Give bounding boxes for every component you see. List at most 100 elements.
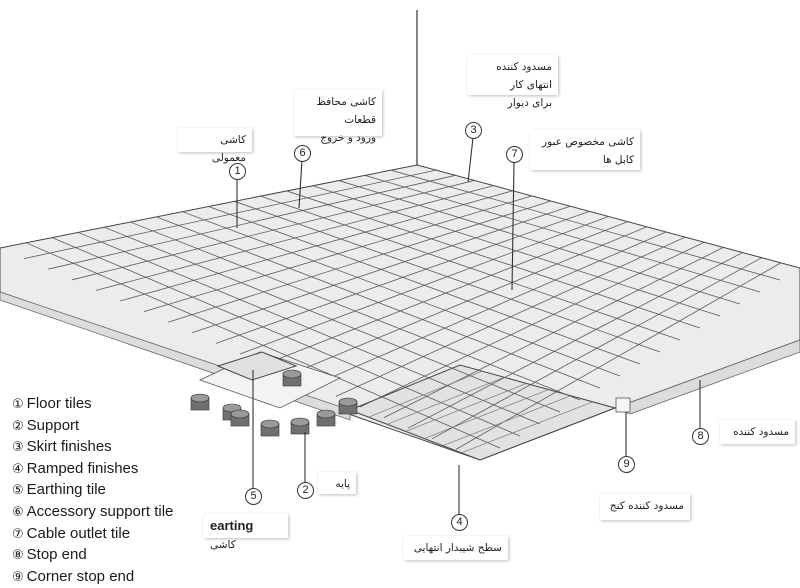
- pedestal: [230, 409, 250, 427]
- legend-number: ⑦: [12, 526, 24, 542]
- grid-line: [182, 211, 621, 377]
- ramp-stripe: [461, 401, 593, 454]
- callout-9: 9: [618, 456, 635, 473]
- ramp-stripe: [387, 376, 505, 425]
- leader-7: [511, 161, 515, 291]
- label-floor-tile-text: کاشی معمولی: [211, 134, 246, 164]
- grid-line: [104, 226, 561, 413]
- label-accessory-line1: کاشی محافظ قطعات: [316, 96, 376, 126]
- legend-number: ①: [12, 397, 24, 412]
- label-ramp-text: سطح شیبدار انتهایی: [413, 542, 502, 554]
- grid-line: [312, 185, 721, 317]
- ramp-stripe: [424, 389, 549, 439]
- legend-text: Floor tiles: [26, 395, 92, 412]
- callout-1: 1: [229, 163, 246, 180]
- legend-text: Corner stop end: [26, 567, 135, 585]
- callout-8: 8: [692, 428, 709, 445]
- floor-grid: [23, 169, 782, 450]
- label-stop-end: مسدود کننده: [720, 420, 795, 444]
- pedestal-head: [190, 393, 210, 403]
- ramp-stripe: [442, 395, 571, 447]
- label-skirt-line2: برای دیوار: [507, 97, 552, 109]
- corner-stop-end-post: [615, 397, 631, 413]
- legend-text: Support: [26, 416, 80, 434]
- label-cable-outlet-text: کاشی مخصوص عبور کابل ها: [542, 136, 634, 166]
- grid-line: [208, 206, 641, 365]
- pedestal: [338, 397, 358, 415]
- ramp-stripes: [368, 370, 593, 454]
- label-floor-tile: کاشی معمولی: [178, 128, 252, 164]
- legend-text: Stop end: [26, 546, 87, 564]
- legend-number: ⑤: [12, 483, 24, 499]
- label-earthing-fa: کاشی: [210, 539, 236, 551]
- label-earthing: earting کاشی: [204, 514, 288, 551]
- legend-text: Accessory support tile: [26, 502, 174, 520]
- label-accessory-tile: کاشی محافظ قطعات ورود و خروج: [294, 90, 382, 144]
- leader-3: [467, 137, 474, 183]
- legend-number: ③: [12, 440, 24, 456]
- grid-line: [78, 232, 541, 425]
- legend-number: ⑨: [12, 569, 24, 585]
- callout-5: 5: [245, 488, 262, 505]
- callout-3: 3: [465, 122, 482, 139]
- grid-line: [51, 237, 521, 437]
- pedestal: [282, 369, 302, 387]
- legend-text: Skirt finishes: [26, 438, 112, 456]
- label-stop-end-text: مسدود کننده: [733, 426, 789, 438]
- legend-text: Earthing tile: [26, 481, 106, 499]
- ramp-stripe: [368, 370, 483, 418]
- legend-text: Ramped finishes: [26, 459, 139, 477]
- label-corner-stop-end-text: مسدود کننده کنج: [609, 500, 684, 512]
- legend-number: ④: [12, 461, 24, 477]
- ramp: [348, 364, 617, 461]
- label-ramp: سطح شیبدار انتهایی: [404, 536, 508, 560]
- legend-number: ⑧: [12, 548, 24, 564]
- callout-2: 2: [297, 482, 314, 499]
- pedestal-head: [338, 397, 358, 407]
- grid-line: [234, 200, 661, 353]
- callout-7: 7: [506, 146, 523, 163]
- label-corner-stop-end: مسدود کننده کنج: [600, 494, 690, 520]
- accessory-tile-open: [216, 351, 298, 381]
- grid-line: [338, 180, 741, 305]
- callout-4: 4: [451, 514, 468, 531]
- grid-line: [130, 221, 581, 401]
- pedestal-head: [282, 369, 302, 379]
- pedestal-head: [316, 409, 336, 419]
- grid-line: [156, 216, 601, 389]
- pedestal-head: [260, 419, 280, 429]
- label-cable-outlet: کاشی مخصوص عبور کابل ها: [530, 130, 640, 170]
- grid-line: [390, 169, 781, 281]
- pedestal-head: [230, 409, 250, 419]
- label-support-text: پایه: [335, 478, 350, 490]
- label-skirt: مسدود کننده انتهای کار برای دیوار: [468, 55, 558, 109]
- legend-number: ②: [12, 418, 24, 434]
- grid-line: [25, 242, 501, 449]
- callout-6: 6: [294, 145, 311, 162]
- legend-text: Cable outlet tile: [26, 524, 131, 542]
- grid-line: [286, 190, 701, 329]
- pedestal: [316, 409, 336, 427]
- pedestal: [260, 419, 280, 437]
- leader-6: [298, 159, 303, 209]
- label-support: پایه: [318, 472, 356, 494]
- label-accessory-line2: ورود و خروج: [320, 132, 376, 144]
- grid-line: [260, 195, 681, 341]
- legend-number: ⑥: [12, 504, 24, 520]
- label-skirt-line1: مسدود کننده انتهای کار: [496, 61, 552, 91]
- pedestal: [290, 417, 310, 435]
- pedestal-group: [190, 369, 358, 437]
- ramp-stripe: [405, 383, 527, 432]
- pedestal: [190, 393, 210, 411]
- grid-line: [364, 174, 761, 293]
